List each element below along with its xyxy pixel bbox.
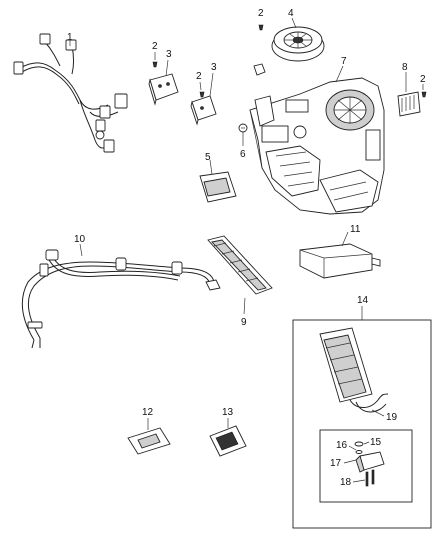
leader-7 <box>335 65 344 83</box>
drain-tray[interactable] <box>299 243 381 279</box>
heater-kit-box <box>292 319 432 529</box>
leader-2b <box>199 81 202 91</box>
refrigerant-lines[interactable] <box>21 249 221 349</box>
clip-part[interactable] <box>253 63 266 76</box>
callout-5: 5 <box>205 152 211 163</box>
screw-2a[interactable] <box>152 61 158 68</box>
leader-9 <box>243 297 246 315</box>
callout-15: 15 <box>370 437 382 448</box>
blower-motor[interactable] <box>271 26 325 62</box>
leader-3a <box>165 59 169 77</box>
callout-17: 17 <box>330 458 342 469</box>
leader-3b <box>209 72 214 97</box>
callout-3a: 3 <box>166 49 172 60</box>
callout-14: 14 <box>357 295 369 306</box>
leader-17 <box>343 459 357 464</box>
evaporator-core[interactable] <box>207 235 273 295</box>
callout-19: 19 <box>386 412 398 423</box>
leader-11 <box>341 231 349 247</box>
hardware-sub-box <box>319 429 413 503</box>
wiring-harness[interactable] <box>13 33 128 153</box>
heater-core[interactable] <box>319 327 389 413</box>
screw-18[interactable] <box>365 469 375 487</box>
blower-resistor[interactable] <box>397 91 421 117</box>
callout-16: 16 <box>336 440 348 451</box>
callout-7: 7 <box>341 56 347 67</box>
callout-1: 1 <box>67 32 73 43</box>
leader-4 <box>291 17 297 29</box>
duct-adapter[interactable] <box>199 171 237 203</box>
callout-4: 4 <box>288 8 294 19</box>
actuator-3a[interactable] <box>148 73 179 106</box>
callout-2d: 2 <box>420 74 426 85</box>
screw-2b[interactable] <box>199 91 205 98</box>
screw-2d[interactable] <box>421 91 427 98</box>
seal-13[interactable] <box>209 425 247 457</box>
leader-19 <box>371 409 385 417</box>
callout-3b: 3 <box>211 62 217 73</box>
callout-2c: 2 <box>258 8 264 19</box>
callout-9: 9 <box>241 317 247 328</box>
bracket-17[interactable] <box>355 451 385 473</box>
callout-10: 10 <box>74 234 86 245</box>
washer-16[interactable] <box>355 450 363 454</box>
actuator-3b[interactable] <box>190 95 217 126</box>
grommet-15[interactable] <box>354 441 364 447</box>
hvac-housing[interactable] <box>249 77 385 215</box>
callout-18: 18 <box>340 477 352 488</box>
callout-13: 13 <box>222 407 234 418</box>
callout-6: 6 <box>240 149 246 160</box>
callout-12: 12 <box>142 407 154 418</box>
leader-15 <box>363 441 370 445</box>
callout-8: 8 <box>402 62 408 73</box>
callout-11: 11 <box>350 224 361 235</box>
screw-2c[interactable] <box>258 24 264 31</box>
screw-6[interactable] <box>238 123 248 133</box>
seal-12[interactable] <box>127 427 171 455</box>
leader-5 <box>209 159 213 175</box>
leader-10 <box>79 243 83 257</box>
leader-18 <box>352 479 366 483</box>
leader-16 <box>348 445 357 451</box>
callout-2b: 2 <box>196 71 202 82</box>
callout-2a: 2 <box>152 41 158 52</box>
